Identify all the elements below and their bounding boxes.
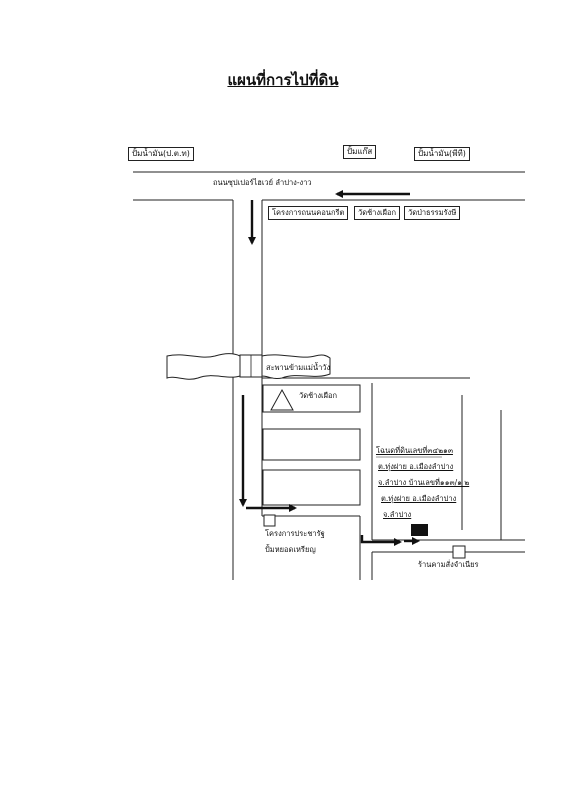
label-gas-station-pt: ปั้มน้ำมัน(พีที)	[414, 147, 470, 161]
shop-marker-icon	[452, 545, 466, 559]
label-wat-pa-dhamma: วัดป่าธรรมรังษี	[404, 206, 461, 220]
land-info-line-4: ต.ทุ่งฝาย อ.เมืองลำปาง	[381, 494, 457, 503]
land-info-line-1: โฉนดที่ดินเลขที่๓๔๒๑๓	[376, 446, 453, 455]
river-shape	[166, 353, 241, 380]
label-project-bottom-2: ปั้มหยอดเหรียญ	[265, 545, 316, 554]
label-project-top: โครงการถนนคอนกรีต	[268, 206, 349, 220]
map-title: แผนที่การไปที่ดิน	[227, 71, 339, 89]
label-road-bypass: ถนนซุปเปอร์ไฮเวย์ ลำปาง-งาว	[213, 178, 312, 187]
label-wat-chang-phueak-top: วัดช้างเผือก	[354, 206, 401, 220]
river-shape-right	[261, 354, 331, 380]
project-marker-icon	[263, 514, 276, 527]
destination-marker-icon	[411, 524, 428, 536]
label-wat-chang-phueak: วัดช้างเผือก	[299, 391, 338, 400]
direction-arrow-icon	[360, 535, 402, 546]
block-lower	[262, 469, 361, 506]
label-gas-station: ปั้มแก๊ส	[343, 145, 377, 159]
land-info-line-2: ต.ทุ่งฝาย อ.เมืองลำปาง	[378, 462, 454, 471]
label-project-bottom-1: โครงการประชารัฐ	[265, 529, 325, 538]
land-info-line-3: จ.ลำปาง บ้านเลขที่๑๑๓/๑ ๒	[378, 478, 470, 487]
label-bridge: สะพานข้ามแม่น้ำวัง	[266, 363, 331, 372]
block-middle	[262, 428, 361, 461]
label-shop: ร้านคามสั่งจำเนียร	[418, 560, 479, 569]
label-gas-station-ptt: ปั้มน้ำมัน(ป.ต.ท)	[128, 147, 194, 161]
land-info-line-5: จ.ลำปาง	[383, 510, 412, 519]
triangle-temple-icon	[270, 388, 294, 411]
